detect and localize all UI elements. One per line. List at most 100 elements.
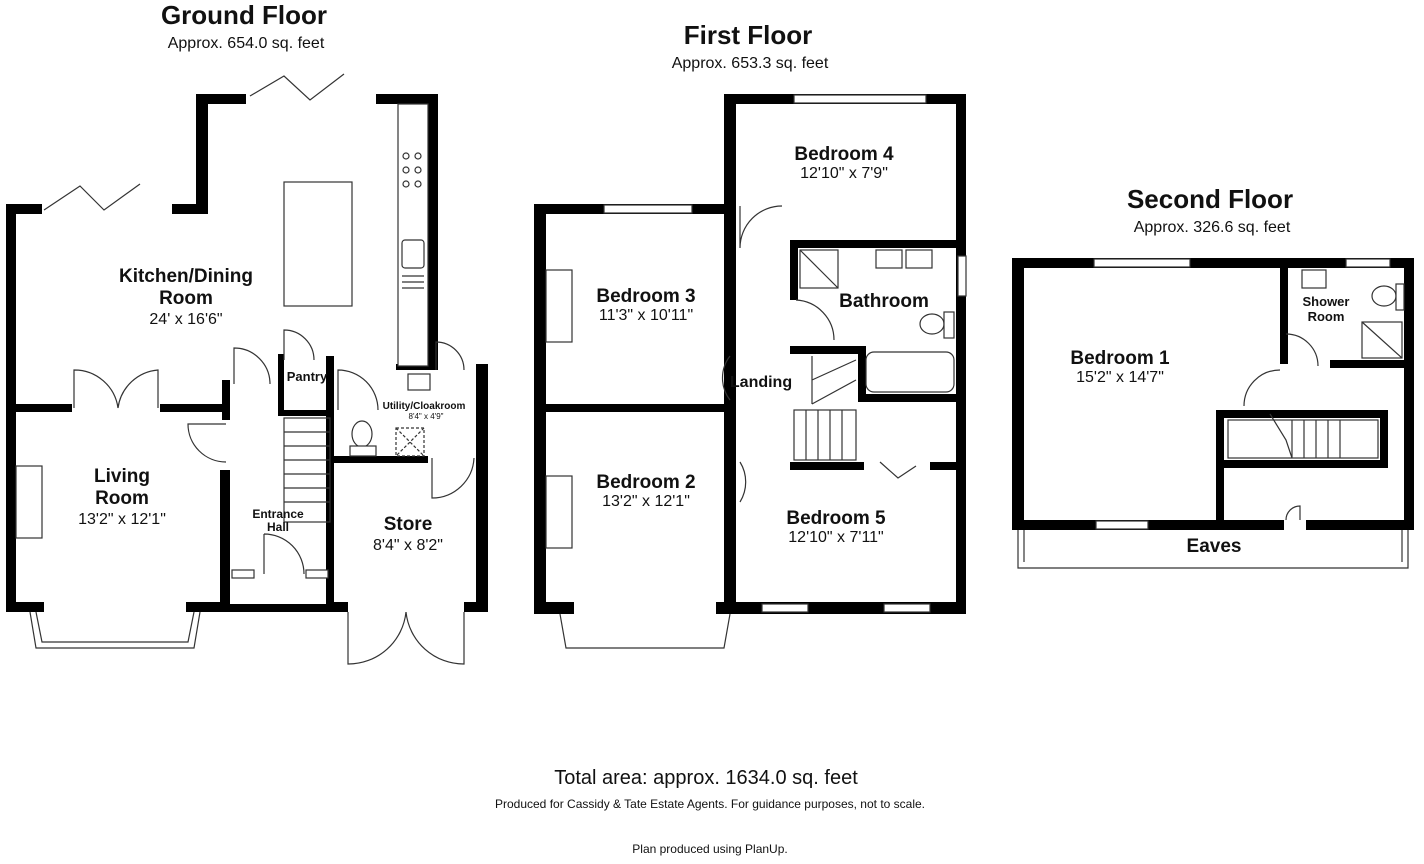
wall xyxy=(724,94,736,614)
wall xyxy=(396,364,428,370)
radiator xyxy=(305,569,329,579)
wall xyxy=(326,602,348,612)
room-name: Room xyxy=(1308,309,1345,324)
wall xyxy=(858,346,866,402)
first-floor-area: Approx. 653.3 sq. feet xyxy=(672,55,829,72)
second-floor-labels: Second Floor Approx. 326.6 sq. feet Bedr… xyxy=(1070,184,1349,557)
wall xyxy=(6,602,44,612)
bay-window xyxy=(559,613,731,649)
first-floor-plan xyxy=(534,94,967,649)
room-dimensions: 13'2" x 12'1" xyxy=(78,511,166,528)
room-name: Bedroom 2 xyxy=(596,472,695,493)
wall xyxy=(1012,258,1024,530)
window xyxy=(1093,258,1191,268)
wall xyxy=(16,404,72,412)
kitchen-counter xyxy=(397,103,429,367)
toilet-icon xyxy=(919,313,945,335)
room-name: Bathroom xyxy=(839,291,929,312)
wall xyxy=(1306,520,1414,530)
room-name: Hall xyxy=(267,520,289,534)
eaves-outline xyxy=(1017,530,1409,569)
double-door xyxy=(117,369,159,409)
radiator xyxy=(231,569,255,579)
basin-icon xyxy=(407,373,431,391)
window xyxy=(957,255,967,297)
french-door xyxy=(405,611,465,665)
room-dimensions: 13'2" x 12'1" xyxy=(602,493,690,510)
wall xyxy=(1404,258,1414,530)
staircase xyxy=(793,356,857,461)
first-floor-title: First Floor xyxy=(684,20,813,50)
wall xyxy=(464,602,488,612)
wall xyxy=(790,240,798,300)
door xyxy=(1285,333,1319,367)
room-name: Bedroom 4 xyxy=(794,144,894,165)
wall xyxy=(220,604,330,612)
hob-icon xyxy=(402,152,422,188)
bay-window xyxy=(29,611,201,649)
total-area: Total area: approx. 1634.0 sq. feet xyxy=(554,767,858,789)
room-name: Shower xyxy=(1303,294,1350,309)
wall xyxy=(790,346,864,354)
room-name: Landing xyxy=(730,374,792,391)
wall xyxy=(6,204,42,214)
ground-floor-plan xyxy=(6,73,488,665)
room-name: Kitchen/Dining xyxy=(119,266,253,287)
chimney-breast xyxy=(545,269,573,343)
room-name: Entrance xyxy=(252,507,304,521)
wall xyxy=(186,602,228,612)
room-name: Pantry xyxy=(287,369,328,384)
room-dimensions: 15'2" x 14'7" xyxy=(1076,369,1164,386)
room-name: Utility/Cloakroom xyxy=(383,401,466,412)
footer: Total area: approx. 1634.0 sq. feet Prod… xyxy=(495,767,925,856)
room-dimensions: 11'3" x 10'11" xyxy=(599,307,693,324)
room-dimensions: 8'4" x 4'9" xyxy=(409,412,444,421)
second-floor-title: Second Floor xyxy=(1127,184,1293,214)
room-name: Living xyxy=(94,466,150,487)
wall xyxy=(196,94,208,214)
first-floor-labels: First Floor Approx. 653.3 sq. feet Bedro… xyxy=(596,20,928,546)
door xyxy=(435,341,465,371)
wall xyxy=(6,204,16,612)
wall xyxy=(222,380,230,420)
wall xyxy=(1330,360,1404,368)
staircase xyxy=(1227,413,1379,459)
room-dimensions: 8'4" x 8'2" xyxy=(373,537,443,554)
chimney-breast xyxy=(545,475,573,549)
wall xyxy=(278,410,334,416)
room-name: Room xyxy=(95,488,149,509)
room-dimensions: 12'10" x 7'9" xyxy=(800,165,888,182)
wall xyxy=(220,470,230,612)
bifold-door xyxy=(43,183,141,211)
wall xyxy=(1216,410,1388,418)
ground-floor-labels: Ground Floor Approx. 654.0 sq. feet Kitc… xyxy=(78,0,465,554)
wall xyxy=(956,94,966,614)
second-floor-plan xyxy=(1012,258,1414,569)
window xyxy=(883,603,931,613)
wall xyxy=(790,462,864,470)
wall xyxy=(476,364,488,612)
bath-icon xyxy=(865,351,955,393)
sink-icon xyxy=(401,239,425,289)
french-door xyxy=(347,611,407,665)
room-name: Eaves xyxy=(1187,536,1242,557)
bay-window xyxy=(35,611,195,643)
room-name: Bedroom 3 xyxy=(596,286,695,307)
wall xyxy=(196,94,246,104)
toilet-icon xyxy=(1371,285,1397,307)
door xyxy=(795,299,835,341)
door xyxy=(721,355,731,401)
wall xyxy=(1280,268,1288,364)
door xyxy=(263,533,305,575)
window xyxy=(1345,258,1391,268)
wall xyxy=(172,204,208,214)
kitchen-island xyxy=(283,181,353,307)
door xyxy=(1285,505,1301,521)
room-name: Bedroom 1 xyxy=(1070,348,1170,369)
door xyxy=(187,423,227,463)
staircase xyxy=(283,417,331,523)
wall xyxy=(160,404,228,412)
door xyxy=(1243,369,1281,407)
door xyxy=(739,461,747,503)
wall xyxy=(534,602,574,614)
